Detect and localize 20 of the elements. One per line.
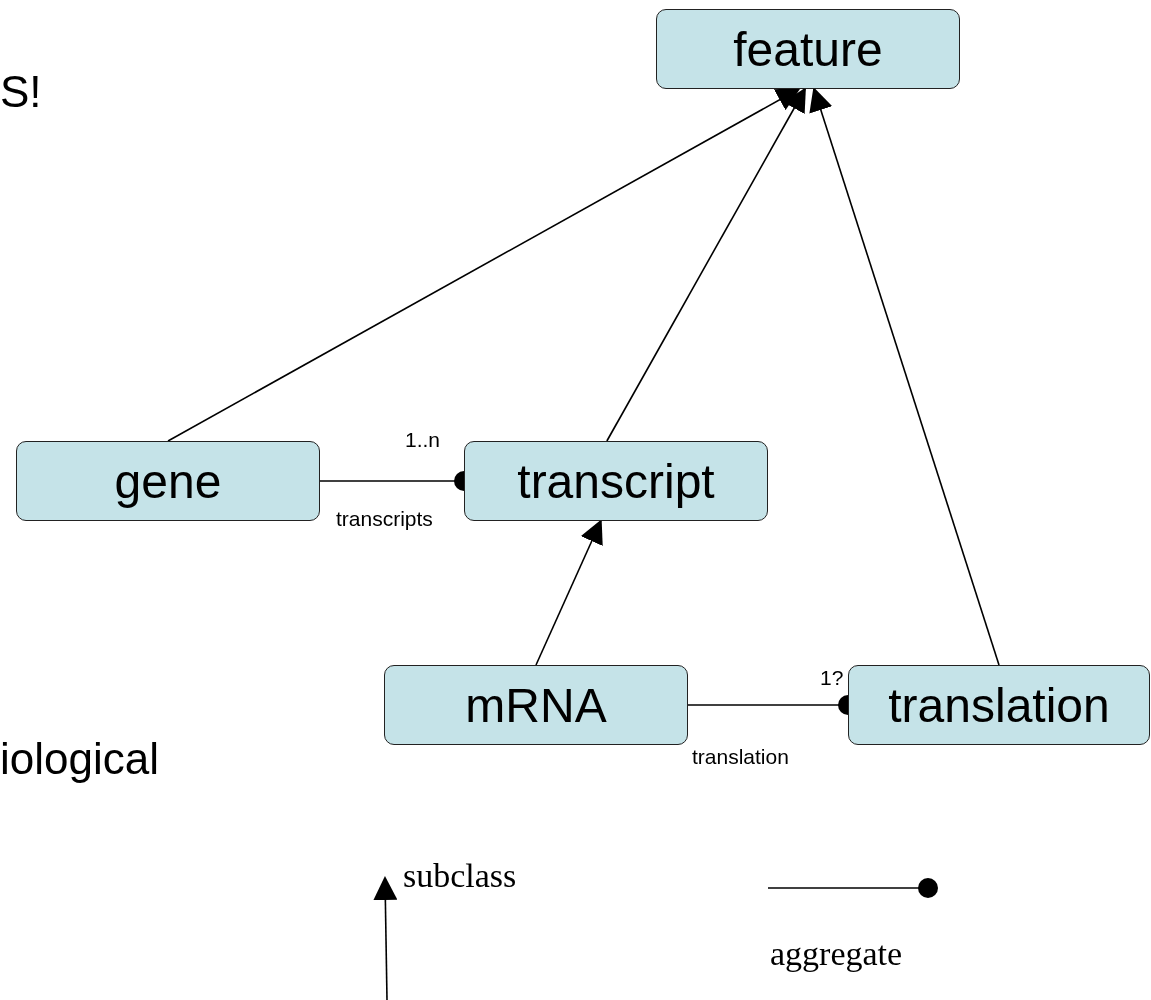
partial-text: S!	[0, 68, 42, 117]
partial-text: iological	[0, 735, 159, 784]
arrow	[809, 87, 1000, 666]
class-box	[656, 9, 960, 89]
class-box	[848, 665, 1150, 745]
arrow	[167, 88, 801, 442]
class-box	[384, 665, 688, 745]
legend-label: aggregate	[770, 935, 903, 973]
arrow	[606, 87, 806, 442]
class-name: feature	[733, 21, 883, 77]
class-name: translation	[888, 677, 1110, 733]
arrow	[535, 519, 603, 666]
multiplicity-label: 1..n	[405, 428, 441, 452]
class-name: gene	[114, 453, 222, 509]
class-box	[464, 441, 768, 521]
legend-label: subclass	[403, 857, 517, 895]
multiplicity-label: 1?	[820, 666, 844, 690]
class-box	[16, 441, 320, 521]
class-name: transcript	[517, 453, 715, 509]
class-name: mRNA	[465, 677, 607, 733]
